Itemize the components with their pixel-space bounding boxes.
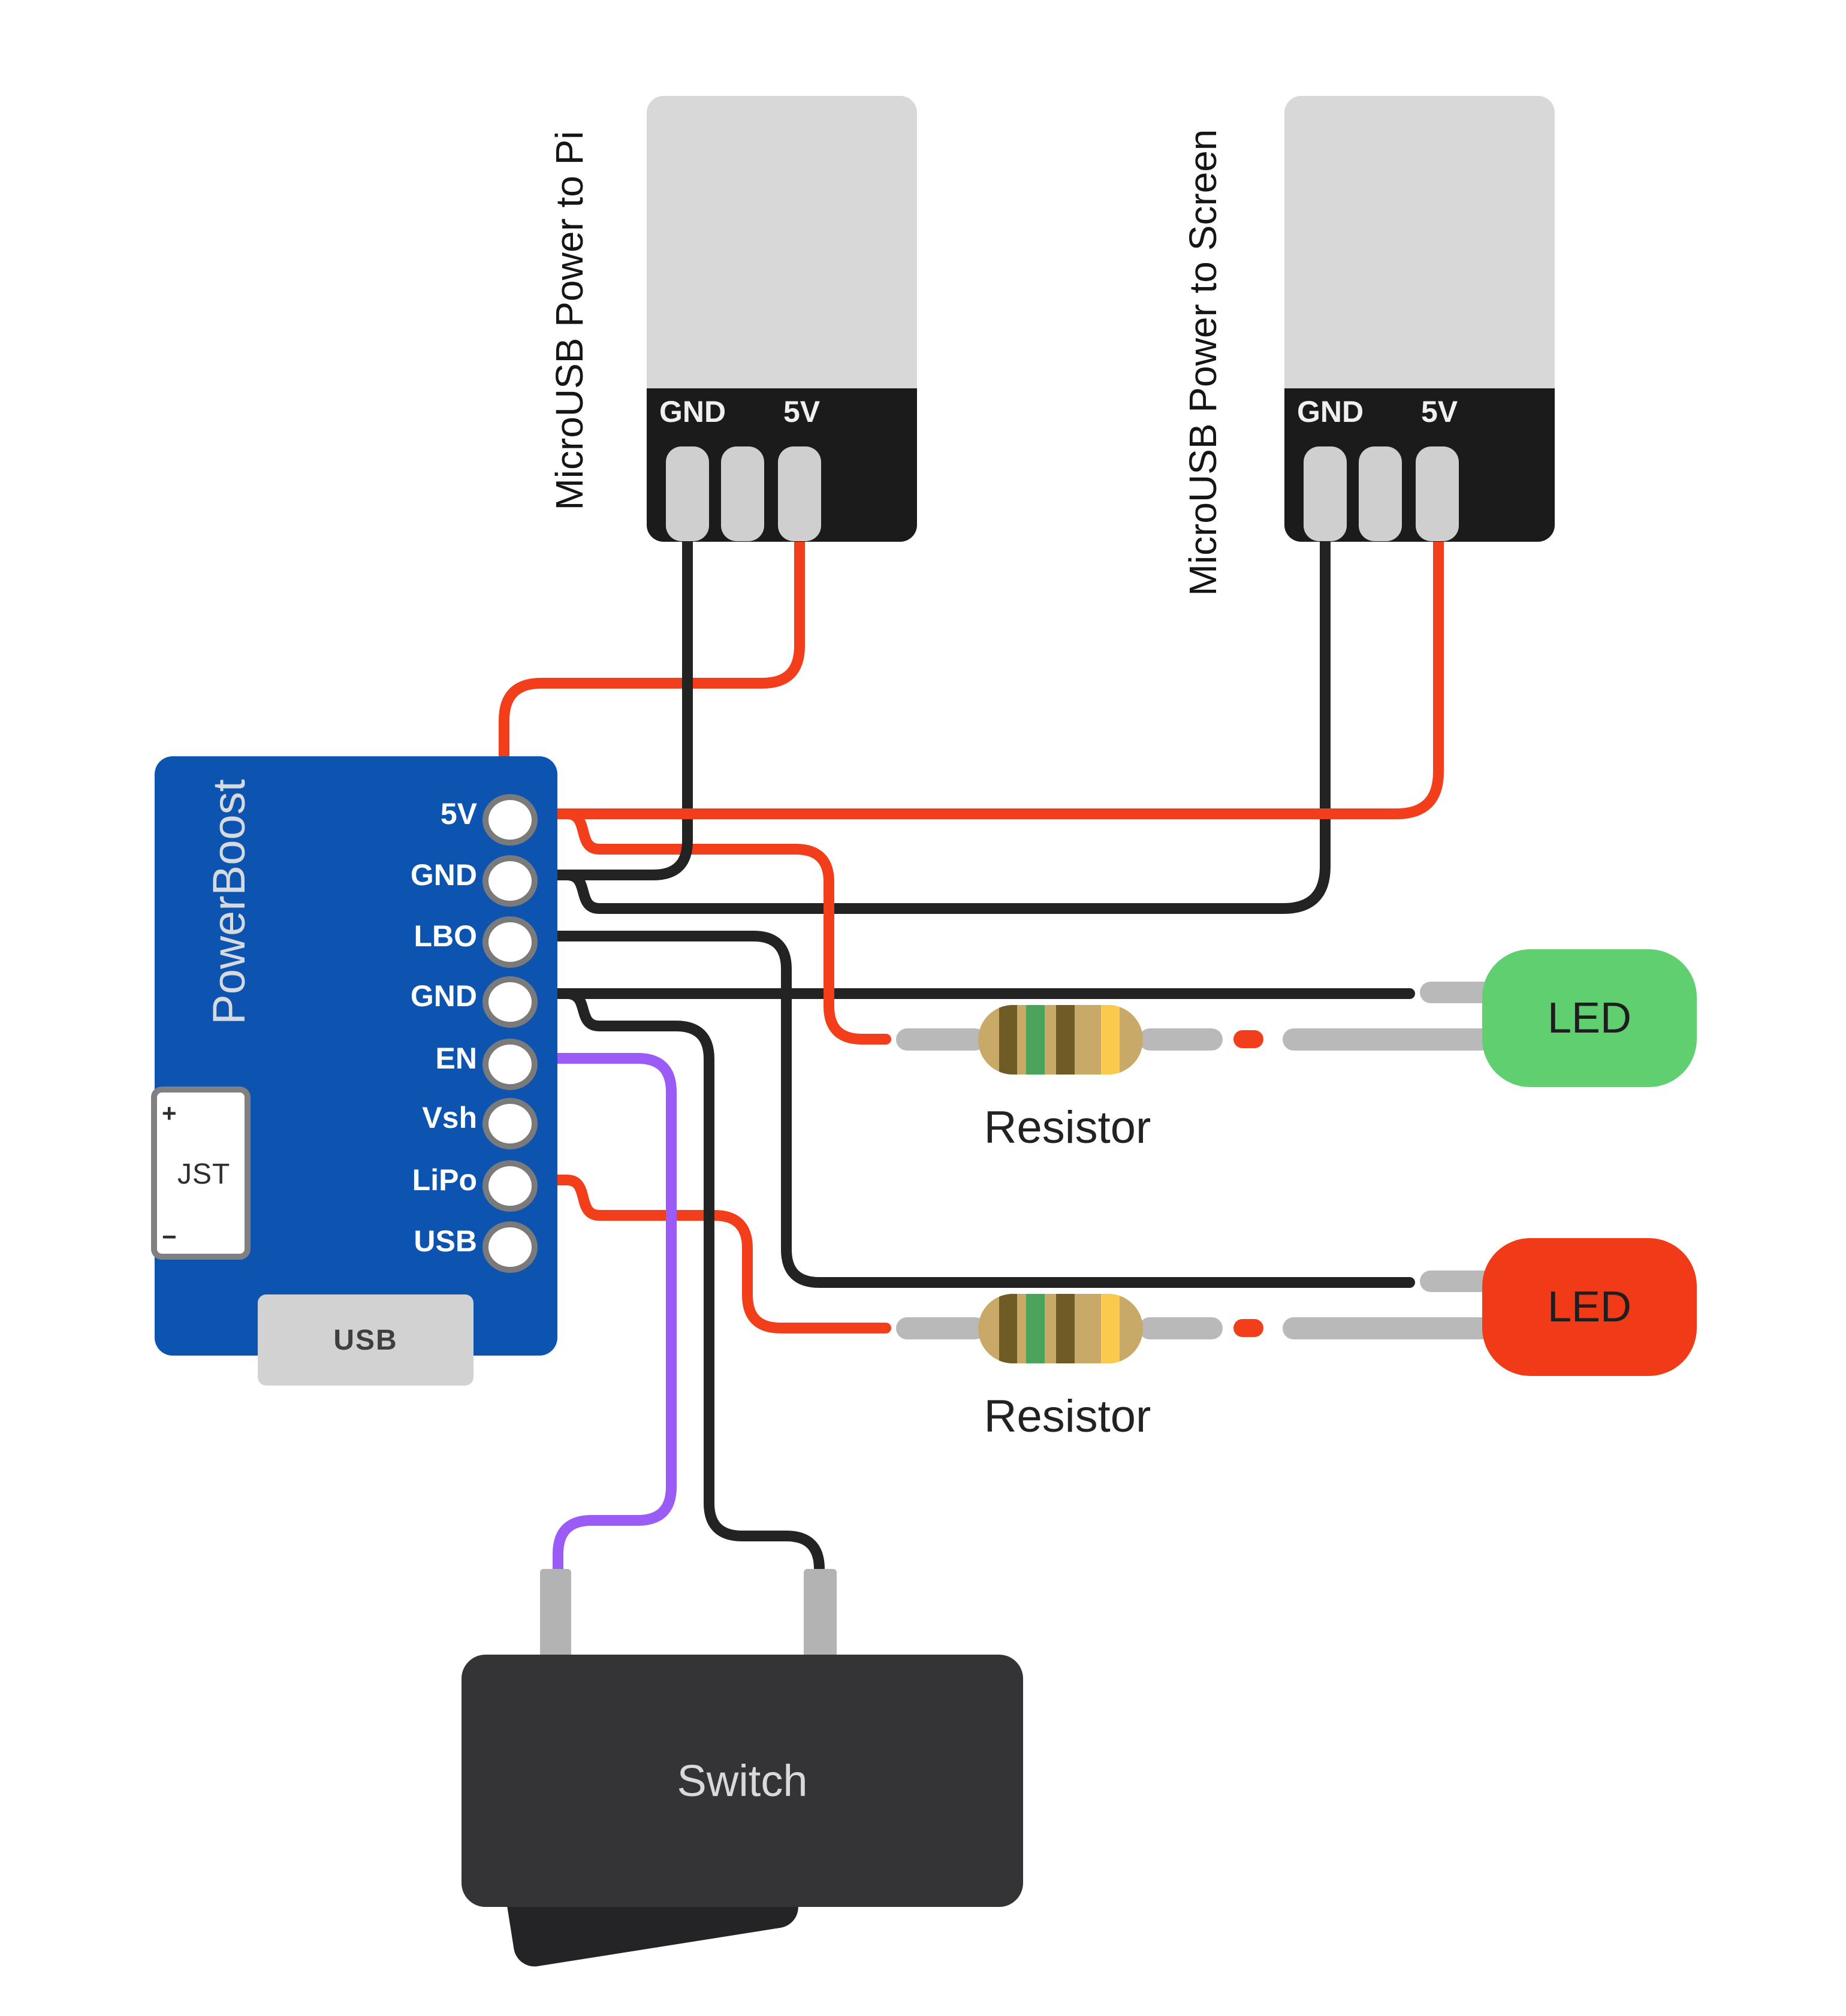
microusb-pi-pin-mid xyxy=(721,446,764,541)
red-led-red-stub xyxy=(1233,1319,1263,1337)
pin-label-gnd1: GND xyxy=(410,858,477,892)
pin-label-en: EN xyxy=(435,1042,477,1075)
resistor-band-brown-1 xyxy=(999,1294,1017,1363)
microusb-pi-pin-5v xyxy=(778,446,821,541)
microusb-screen-body xyxy=(1284,96,1555,399)
green-led-bottom-lead xyxy=(1283,1028,1492,1051)
microusb-screen-pin-5v xyxy=(1416,446,1459,541)
switch-pin-right xyxy=(804,1569,837,1658)
pin-vsh xyxy=(482,1098,538,1149)
microusb-pi-body xyxy=(647,96,917,399)
resistor-band-green xyxy=(1026,1005,1045,1075)
red-resistor-label: Resistor xyxy=(984,1391,1151,1442)
red-led-label: LED xyxy=(1547,1283,1632,1331)
green-led-red-stub xyxy=(1233,1030,1263,1048)
wire-lbo-to-red-led xyxy=(522,931,1415,1288)
pin-label-5v: 5V xyxy=(440,797,477,831)
microusb-pi-gnd-label: GND xyxy=(659,395,726,428)
microusb-pi-label: MicroUSB Power to Pi xyxy=(548,131,591,511)
switch-pin-left xyxy=(540,1569,571,1658)
green-resistor-left-lead xyxy=(896,1028,986,1051)
pin-usb xyxy=(482,1221,538,1273)
green-resistor-right-lead xyxy=(1139,1028,1223,1051)
switch-label: Switch xyxy=(677,1756,808,1806)
wire-pi-5v-to-board-5v xyxy=(499,534,805,801)
wire-en-to-switch xyxy=(522,1053,677,1599)
pin-label-vsh: Vsh xyxy=(422,1101,477,1134)
wire-gnd2-to-switch xyxy=(562,988,825,1599)
red-resistor-body xyxy=(978,1294,1143,1363)
pin-label-gnd2: GND xyxy=(410,979,477,1013)
resistor-band-green xyxy=(1026,1294,1045,1363)
usb-port-label: USB xyxy=(333,1324,398,1356)
red-resistor-left-lead xyxy=(896,1317,986,1339)
red-led: LED xyxy=(1482,1238,1697,1376)
usb-port: USB xyxy=(258,1294,473,1386)
jst-label: JST xyxy=(177,1158,231,1190)
green-led: LED xyxy=(1482,949,1697,1087)
green-led-label: LED xyxy=(1547,994,1632,1042)
green-resistor-body xyxy=(978,1005,1143,1075)
resistor-band-brown-1 xyxy=(999,1005,1017,1075)
switch-body: Switch xyxy=(461,1655,1023,1907)
resistor-band-gold xyxy=(1101,1294,1120,1363)
pin-gnd1 xyxy=(482,855,538,907)
wire-gnd-to-screen-gnd xyxy=(562,534,1331,914)
pin-en xyxy=(482,1039,538,1090)
microusb-screen-pin-mid xyxy=(1359,446,1402,541)
resistor-band-brown-2 xyxy=(1056,1005,1075,1075)
pin-5v xyxy=(482,794,538,846)
red-led-bottom-lead xyxy=(1283,1317,1492,1339)
wire-board-gnd-to-pi-gnd xyxy=(522,534,693,880)
microusb-pi-pin-gnd xyxy=(666,446,709,541)
jst-connector xyxy=(151,1087,251,1260)
wire-5v-to-green-resistor xyxy=(562,808,891,1045)
green-resistor-label: Resistor xyxy=(984,1102,1151,1153)
microusb-screen-label: MicroUSB Power to Screen xyxy=(1181,129,1224,596)
resistor-band-brown-2 xyxy=(1056,1294,1075,1363)
microusb-screen-gnd-label: GND xyxy=(1297,395,1364,428)
microusb-screen-pin-gnd xyxy=(1304,446,1347,541)
pin-label-usb: USB xyxy=(414,1224,477,1258)
pin-label-lipo: LiPo xyxy=(412,1163,477,1197)
microusb-screen-5v-label: 5V xyxy=(1421,395,1458,428)
pin-gnd2 xyxy=(482,976,538,1028)
wire-board-5v-to-screen-5v xyxy=(522,534,1444,819)
pin-lipo xyxy=(482,1160,538,1212)
pin-label-lbo: LBO xyxy=(414,919,477,953)
jst-plus-label: + xyxy=(162,1099,177,1127)
resistor-band-gold xyxy=(1101,1005,1120,1075)
pin-lbo xyxy=(482,916,538,968)
jst-minus-label: − xyxy=(162,1223,177,1251)
wire-lipo-to-red-resistor xyxy=(522,1175,891,1333)
red-resistor-right-lead xyxy=(1139,1317,1223,1339)
microusb-pi-5v-label: 5V xyxy=(783,395,821,428)
